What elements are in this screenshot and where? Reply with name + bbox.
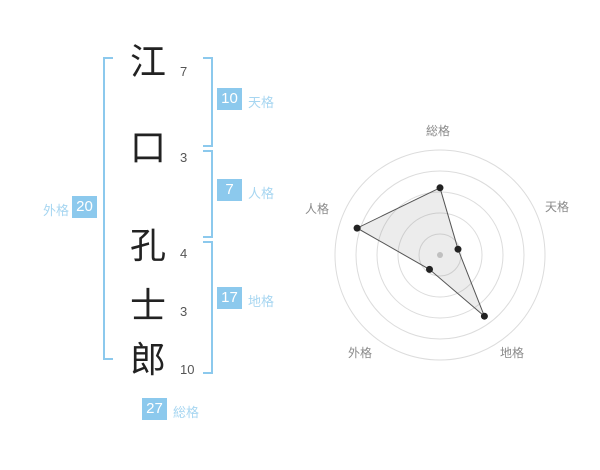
chikaku-bracket-tick bbox=[203, 372, 211, 374]
radar-axis-label-gaikaku: 外格 bbox=[348, 346, 373, 360]
soukaku-value-badge: 27 bbox=[142, 398, 167, 420]
soukaku-label: 総格 bbox=[173, 405, 200, 420]
name-character-1: 江 bbox=[129, 41, 166, 82]
jinkaku-bracket-tick bbox=[203, 150, 211, 152]
name-character-3: 孔 bbox=[129, 225, 166, 266]
radar-axis-label-soukaku: 総格 bbox=[426, 124, 451, 138]
radar-ring bbox=[355, 170, 525, 340]
jinkaku-bracket-tick bbox=[203, 236, 211, 238]
name-character-2: 口 bbox=[129, 127, 166, 168]
radar-data-point bbox=[454, 245, 462, 253]
radar-ring bbox=[376, 191, 504, 319]
radar-ring bbox=[418, 233, 462, 277]
radar-data-point bbox=[480, 312, 488, 320]
radar-data-point bbox=[426, 265, 433, 273]
stroke-count-1: 7 bbox=[180, 64, 188, 79]
gaikaku-bracket-tick bbox=[105, 57, 113, 59]
chikaku-label: 地格 bbox=[248, 294, 275, 309]
stroke-count-3: 4 bbox=[180, 246, 188, 261]
jinkaku-label: 人格 bbox=[248, 186, 275, 201]
radar-chart-svg bbox=[334, 149, 546, 361]
tenkaku-bracket-tick bbox=[203, 57, 211, 59]
tenkaku-bracket-tick bbox=[203, 145, 211, 147]
tenkaku-label: 天格 bbox=[248, 95, 275, 110]
jinkaku-bracket bbox=[211, 150, 213, 238]
stroke-count-5: 10 bbox=[180, 362, 195, 377]
radar-data-point bbox=[436, 184, 444, 192]
gaikaku-value-badge: 20 bbox=[72, 196, 97, 218]
radar-axis-label-chikaku: 地格 bbox=[500, 346, 525, 360]
jinkaku-value-badge: 7 bbox=[217, 179, 242, 201]
radar-axis-label-tenkaku: 天格 bbox=[545, 200, 570, 214]
radar-data-point bbox=[353, 224, 361, 232]
gaikaku-label: 外格 bbox=[43, 203, 70, 218]
radar-center-dot bbox=[437, 252, 443, 258]
stroke-count-2: 3 bbox=[180, 150, 188, 165]
gaikaku-bracket bbox=[103, 57, 105, 360]
radar-chart bbox=[300, 110, 580, 380]
tenkaku-value-badge: 10 bbox=[217, 88, 242, 110]
name-character-5: 郎 bbox=[129, 339, 166, 380]
radar-ring bbox=[334, 149, 546, 361]
chikaku-bracket bbox=[211, 241, 213, 374]
tenkaku-bracket bbox=[211, 57, 213, 147]
name-character-4: 士 bbox=[129, 285, 166, 326]
radar-axis-label-jinkaku: 人格 bbox=[305, 202, 330, 216]
chikaku-bracket-tick bbox=[203, 241, 211, 243]
radar-ring bbox=[397, 212, 483, 298]
chikaku-value-badge: 17 bbox=[217, 287, 242, 309]
gaikaku-bracket-tick bbox=[105, 358, 113, 360]
radar-data-polygon bbox=[356, 187, 485, 317]
stroke-count-4: 3 bbox=[180, 304, 188, 319]
